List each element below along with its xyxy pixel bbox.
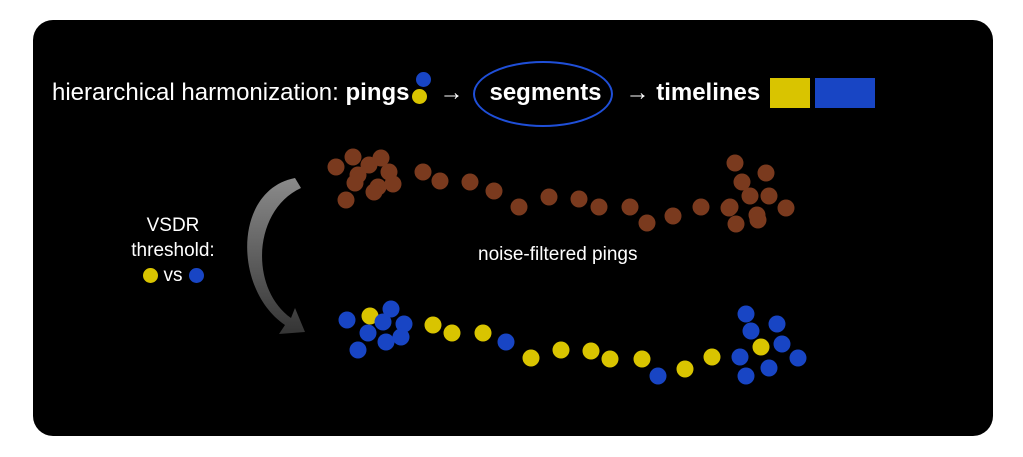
segments-group: segments	[473, 61, 614, 127]
yellow-ping-icon	[412, 89, 428, 104]
blue-ping	[497, 333, 515, 351]
noise-ping	[570, 190, 588, 208]
vsdr-legend: vs	[113, 263, 233, 288]
noise-ping	[414, 163, 432, 181]
noise-filtered-label: noise-filtered pings	[478, 244, 638, 265]
segments-ellipse	[473, 61, 614, 127]
noise-ping	[344, 148, 362, 166]
title-timelines: timelines	[656, 79, 761, 106]
vsdr-threshold-label: VSDR threshold: vs	[113, 213, 233, 288]
yellow-ping	[601, 350, 619, 368]
noise-ping	[726, 154, 744, 172]
yellow-ping	[474, 324, 492, 342]
noise-ping	[372, 149, 390, 167]
yellow-ping	[633, 350, 651, 368]
noise-ping	[749, 211, 767, 229]
blue-ping	[742, 322, 760, 340]
noise-ping	[431, 172, 449, 190]
blue-ping	[731, 348, 749, 366]
yellow-ping	[424, 316, 442, 334]
noise-ping	[741, 187, 759, 205]
title-prefix: hierarchical harmonization:	[52, 79, 339, 106]
blue-timeline-swatch	[815, 78, 876, 108]
noise-ping	[540, 188, 558, 206]
noise-ping	[760, 187, 778, 205]
noise-ping	[733, 173, 751, 191]
diagram-panel: hierarchical harmonization: pings → segm…	[33, 20, 993, 436]
blue-ping	[338, 311, 356, 329]
noise-ping	[664, 207, 682, 225]
blue-ping	[789, 349, 807, 367]
yellow-ping	[752, 338, 770, 356]
blue-ping	[649, 367, 667, 385]
blue-ping	[773, 335, 791, 353]
vs-text: vs	[163, 265, 183, 286]
yellow-ping	[552, 341, 570, 359]
noise-ping	[365, 183, 383, 201]
blue-ping	[392, 328, 410, 346]
yellow-ping	[676, 360, 694, 378]
classified-pings	[338, 300, 807, 385]
yellow-ping	[582, 342, 600, 360]
yellow-ping	[361, 307, 379, 325]
title-row: hierarchical harmonization: pings → segm…	[52, 61, 876, 127]
blue-ping	[737, 367, 755, 385]
vsdr-line2: threshold:	[131, 240, 215, 261]
blue-ping	[737, 305, 755, 323]
noise-ping	[757, 164, 775, 182]
noise-ping	[485, 182, 503, 200]
title-pings: pings	[345, 79, 410, 106]
arrow-1: →	[439, 79, 464, 106]
yellow-ping	[522, 349, 540, 367]
vsdr-line1: VSDR	[146, 215, 200, 236]
noise-ping	[327, 158, 345, 176]
blue-ping	[377, 333, 395, 351]
noise-ping	[621, 198, 639, 216]
yellow-ping	[443, 324, 461, 342]
blue-ping	[768, 315, 786, 333]
blue-ping	[395, 315, 413, 333]
ping-diagram	[247, 148, 807, 385]
blue-ping	[349, 341, 367, 359]
ping-pair-icon	[409, 72, 439, 111]
noise-ping	[590, 198, 608, 216]
blue-ping	[359, 324, 377, 342]
blue-ping	[760, 359, 778, 377]
blue-ping-icon	[416, 72, 432, 87]
noise-ping	[510, 198, 528, 216]
noise-ping	[346, 174, 364, 192]
blue-dot-icon	[188, 268, 204, 283]
curved-arrow-icon	[247, 178, 305, 334]
noise-ping	[692, 198, 710, 216]
noise-ping	[461, 173, 479, 191]
brown-pings	[327, 148, 795, 233]
noise-ping	[777, 199, 795, 217]
yellow-timeline-swatch	[770, 78, 811, 108]
blue-ping	[374, 313, 392, 331]
noise-ping	[638, 214, 656, 232]
noise-ping	[337, 191, 355, 209]
yellow-ping	[703, 348, 721, 366]
noise-ping	[384, 175, 402, 193]
noise-ping	[727, 215, 745, 233]
yellow-dot-icon	[142, 268, 158, 283]
noise-ping	[720, 199, 738, 217]
blue-ping	[382, 300, 400, 318]
arrow-2: →	[625, 79, 650, 106]
